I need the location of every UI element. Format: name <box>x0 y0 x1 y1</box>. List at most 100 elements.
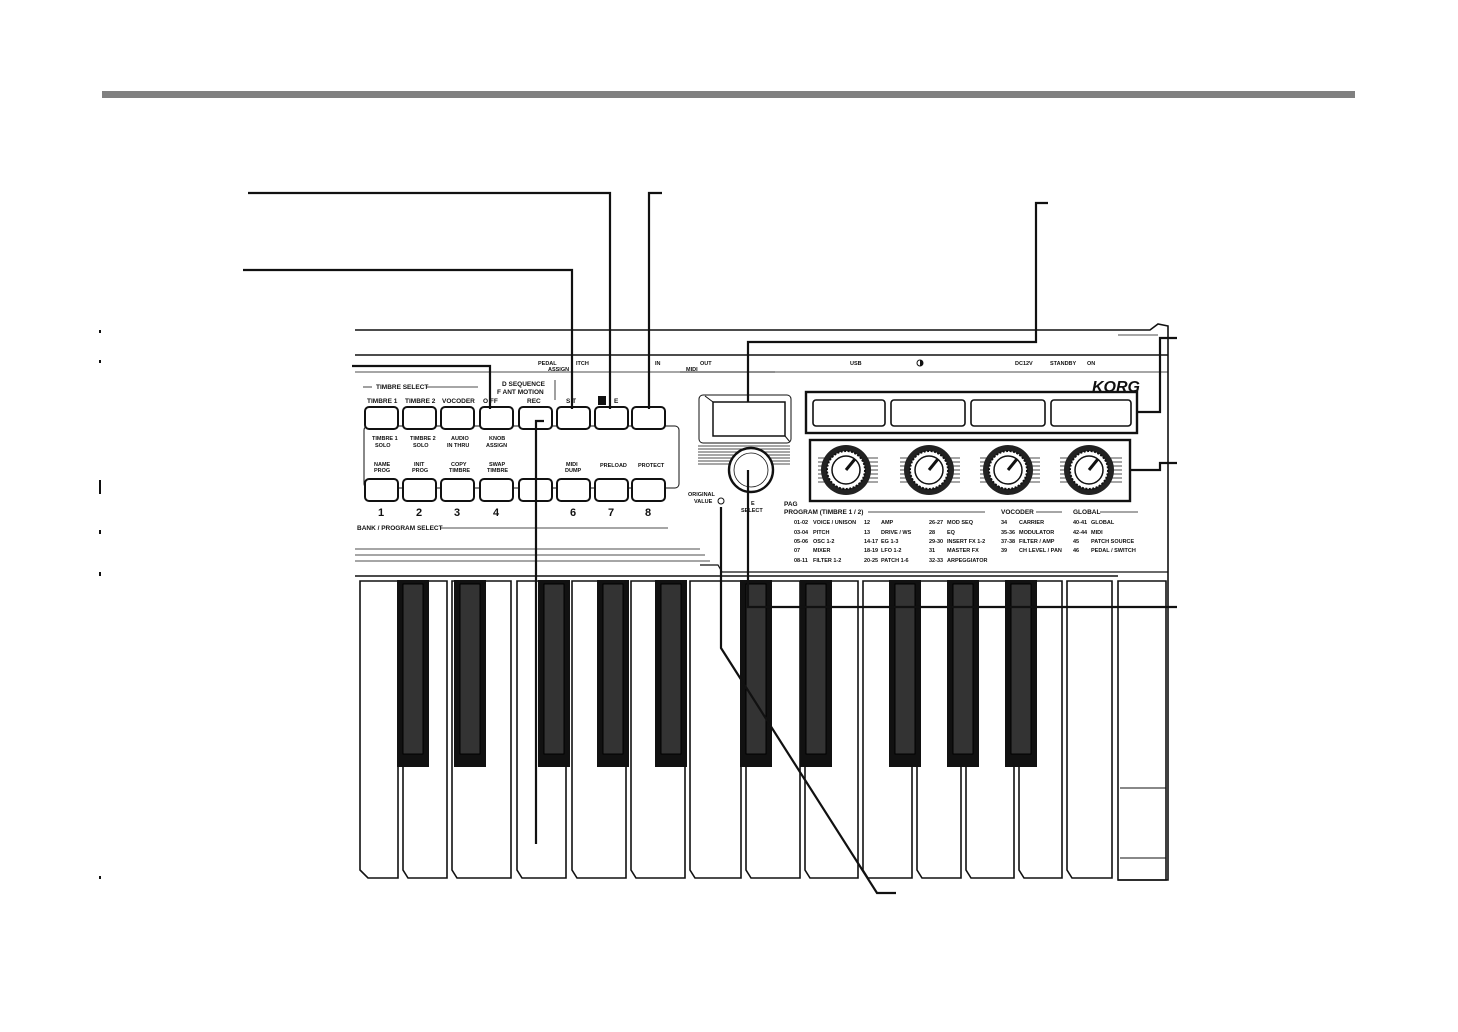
knob-2[interactable] <box>900 445 960 495</box>
white-key[interactable] <box>359 580 399 879</box>
page-row: 26-27 <box>929 520 943 526</box>
page-select-2: SELECT <box>741 508 763 514</box>
page-row: INSERT FX 1-2 <box>947 539 985 545</box>
bp-label-2b: PROG <box>412 468 428 474</box>
page-row: 12 <box>864 520 870 526</box>
page-row: CARRIER <box>1019 520 1044 526</box>
formant-title-2: F ANT MOTION <box>497 389 544 396</box>
exit-label: E <box>614 398 619 405</box>
midi-label: MIDI <box>686 367 698 373</box>
program-button-4[interactable] <box>479 478 514 502</box>
program-button-1[interactable] <box>364 478 399 502</box>
program-button-8[interactable] <box>631 478 666 502</box>
bp-number-2: 2 <box>416 507 422 519</box>
bottom-button-row <box>364 478 666 502</box>
page-row: PITCH <box>813 530 830 536</box>
black-key[interactable] <box>800 580 832 767</box>
audio-in-thru-2: IN THRU <box>447 443 469 449</box>
exit-label-mask <box>598 396 606 405</box>
bp-label-3a: COPY <box>451 462 467 468</box>
callout-display-line <box>746 201 1048 402</box>
function-button-1[interactable] <box>812 399 886 427</box>
page-select-dial[interactable] <box>727 446 775 494</box>
page-row: 42-44 <box>1073 530 1088 536</box>
display-screen <box>712 401 786 437</box>
program-heading: PROGRAM (TIMBRE 1 / 2) <box>784 509 863 516</box>
white-key[interactable] <box>1066 580 1113 879</box>
vocoder-button[interactable] <box>440 406 475 430</box>
callout-lines <box>243 191 1177 895</box>
bp-label-2a: INIT <box>414 462 425 468</box>
exit-button[interactable] <box>594 406 629 430</box>
page-row: 46 <box>1073 548 1079 554</box>
knob-assign-2: ASSIGN <box>486 443 507 449</box>
extra-button[interactable] <box>631 406 666 430</box>
page-row: MOD SEQ <box>947 520 974 526</box>
page-row: OSC 1-2 <box>813 539 834 545</box>
page-table-title: PAG <box>784 501 798 508</box>
rec-label: REC <box>527 398 541 405</box>
function-button-2[interactable] <box>890 399 966 427</box>
black-key[interactable] <box>1005 580 1037 767</box>
audio-in-thru-1: AUDIO <box>451 436 469 442</box>
black-key[interactable] <box>889 580 921 767</box>
page-row: AMP <box>881 520 894 526</box>
page-col-2: 12 AMP 13 DRIVE / WS 14-17 EG 1-3 18-19 … <box>864 520 912 564</box>
page-table: PAG PROGRAM (TIMBRE 1 / 2) VOCODER GLOBA… <box>784 501 1138 564</box>
timbre2-button[interactable] <box>402 406 437 430</box>
page-row: 14-17 <box>864 539 878 545</box>
bank-program-numbers: 1 2 3 4 6 7 8 BANK / PROGRAM SELECT <box>357 507 668 532</box>
black-key[interactable] <box>947 580 979 767</box>
callout-shift-line <box>243 268 574 409</box>
page-row: 07 <box>794 548 800 554</box>
knob-4[interactable] <box>1060 445 1122 495</box>
page-row: 03-04 <box>794 530 809 536</box>
black-key[interactable] <box>538 580 570 767</box>
timbre1-button[interactable] <box>364 406 399 430</box>
page-row: PEDAL / SWITCH <box>1091 548 1136 554</box>
page-row: 13 <box>864 530 870 536</box>
page-row: MIDI <box>1091 530 1103 536</box>
knob-assign-1: KNOB <box>489 436 505 442</box>
program-button-7[interactable] <box>594 478 629 502</box>
bp-number-4: 4 <box>493 507 500 519</box>
timbre1-label: TIMBRE 1 <box>367 398 398 405</box>
page-row: 01-02 <box>794 520 808 526</box>
dc-label: DC12V <box>1015 361 1033 367</box>
black-key[interactable] <box>397 580 429 767</box>
timbre1-solo-1: TIMBRE 1 <box>372 436 398 442</box>
black-key[interactable] <box>454 580 486 767</box>
contrast-icon-fill <box>920 360 923 366</box>
timbre2-solo-2: SOLO <box>413 443 429 449</box>
program-button-6[interactable] <box>556 478 591 502</box>
on-off-button[interactable] <box>479 406 514 430</box>
page-select-1: E <box>751 501 755 507</box>
bp-number-3: 3 <box>454 507 460 519</box>
page-row: 34 <box>1001 520 1008 526</box>
callout-onoff-line <box>352 364 492 409</box>
bp-label-1a: NAME <box>374 462 391 468</box>
knob-3[interactable] <box>980 445 1040 495</box>
bank-program-title: BANK / PROGRAM SELECT <box>357 525 443 532</box>
page-col-4: 34 CARRIER 35-36 MODULATOR 37-38 FILTER … <box>1001 520 1062 554</box>
bp-label-6a: MIDI <box>566 462 578 468</box>
black-key[interactable] <box>655 580 687 767</box>
black-key[interactable] <box>597 580 629 767</box>
brand-logo: KORG <box>1092 379 1140 396</box>
callout-rec-line <box>534 419 544 844</box>
timbre-select-section: TIMBRE SELECT TIMBRE 1 TIMBRE 2 VOCODER … <box>363 381 680 489</box>
knob-1[interactable] <box>818 445 878 495</box>
out-label: OUT <box>700 361 712 367</box>
on-label: ON <box>1087 361 1095 367</box>
left-edge-marks <box>99 330 101 879</box>
shift-button[interactable] <box>556 406 591 430</box>
program-button-3[interactable] <box>440 478 475 502</box>
original-value-led <box>717 497 725 505</box>
function-button-4[interactable] <box>1050 399 1132 427</box>
function-button-3[interactable] <box>970 399 1046 427</box>
page-row: PATCH 1-6 <box>881 558 909 564</box>
white-key[interactable] <box>689 580 742 879</box>
page-row: MODULATOR <box>1019 530 1054 536</box>
vocoder-label: VOCODER <box>442 398 475 405</box>
program-button-2[interactable] <box>402 478 437 502</box>
